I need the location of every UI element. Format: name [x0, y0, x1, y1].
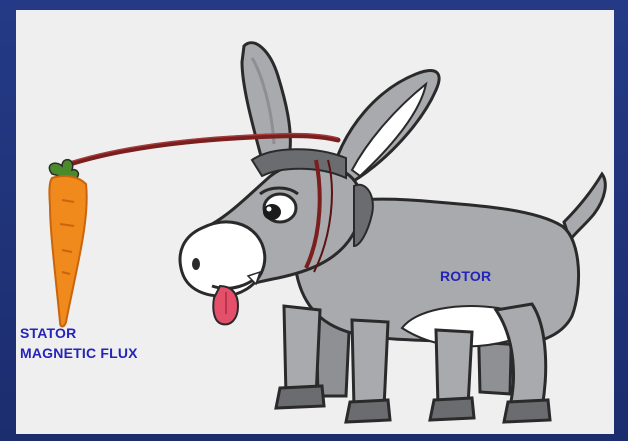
rotor-label-text: ROTOR	[440, 268, 491, 284]
stator-label-line1: STATOR	[20, 323, 138, 343]
donkey-front-leg-icon	[284, 306, 320, 398]
donkey-carrot-illustration	[16, 10, 614, 434]
illustration-panel: ROTOR STATOR MAGNETIC FLUX	[16, 10, 614, 434]
stator-label-line2: MAGNETIC FLUX	[20, 343, 138, 363]
stator-magnetic-flux-label: STATOR MAGNETIC FLUX	[20, 323, 138, 363]
donkey-muzzle-icon	[180, 222, 265, 296]
donkey-tail-icon	[564, 174, 605, 240]
rotor-label: ROTOR	[440, 266, 491, 286]
donkey-back-ear-icon	[242, 43, 290, 160]
